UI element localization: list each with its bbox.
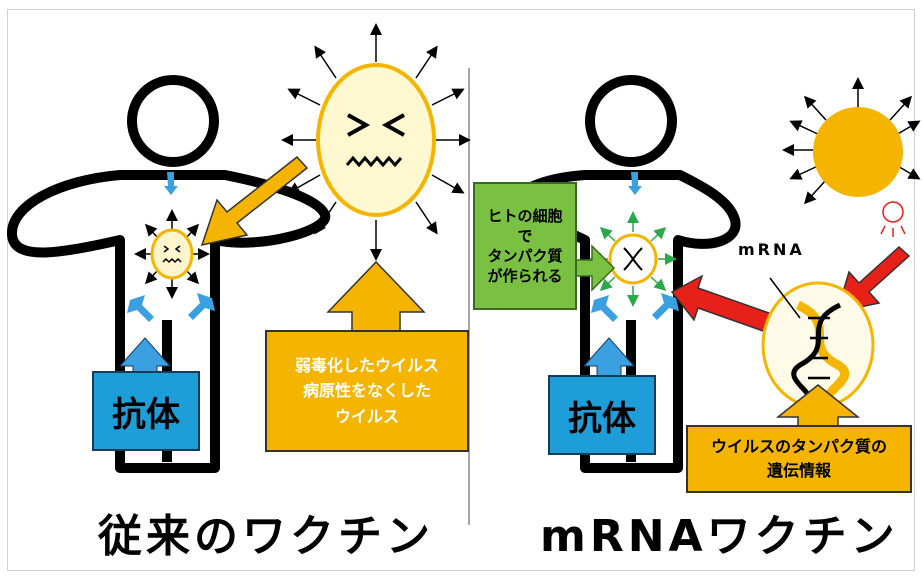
green-info-line-4: が作られる — [487, 267, 563, 286]
green-info-line-1: ヒトの細胞 — [487, 206, 563, 225]
mrna-label: mRNA — [738, 240, 805, 259]
left-big-virus — [281, 23, 471, 261]
left-antibody-arrow-1 — [127, 295, 154, 322]
left-virus-arrow — [200, 155, 309, 247]
right-down-arrow — [628, 172, 642, 195]
right-info-line-2: 遺伝情報 — [766, 461, 831, 480]
right-title: mRNAワクチン — [540, 511, 899, 562]
right-info-box: ウイルスのタンパク質の 遺伝情報 — [686, 425, 912, 493]
left-info-line-3: ウイルス — [334, 406, 399, 426]
green-info-box: ヒトの細胞 で タンパク質 が作られる — [473, 182, 577, 310]
right-antibody-box: 抗体 — [548, 375, 656, 455]
left-info-line-1: 弱毒化したウイルス — [294, 355, 439, 375]
right-sun-virus — [782, 77, 921, 237]
left-info-box: 弱毒化したウイルス 病原性をなくした ウイルス — [265, 330, 469, 452]
left-antibody-arrow-2 — [188, 293, 215, 320]
left-info-line-2: 病原性をなくした — [302, 381, 431, 401]
left-small-virus — [134, 209, 210, 299]
figure-frame — [7, 9, 915, 571]
mrna-pointer-line — [769, 277, 801, 319]
green-info-line-2: で — [517, 226, 533, 245]
right-info-line-1: ウイルスのタンパク質の — [710, 437, 887, 456]
left-down-arrow — [164, 172, 178, 195]
left-box-up-arrow — [326, 260, 426, 333]
right-cell — [589, 211, 677, 307]
left-antibody-box: 抗体 — [92, 371, 200, 451]
mrna-circle — [761, 281, 875, 409]
right-antibody-arrow-2 — [652, 293, 679, 320]
left-antibody-label: 抗体 — [112, 394, 180, 435]
right-antibody-arrow-1 — [591, 295, 618, 322]
green-info-line-3: タンパク質 — [487, 247, 563, 265]
right-antibody-label: 抗体 — [568, 398, 636, 439]
left-title: 従来のワクチン — [98, 511, 434, 562]
